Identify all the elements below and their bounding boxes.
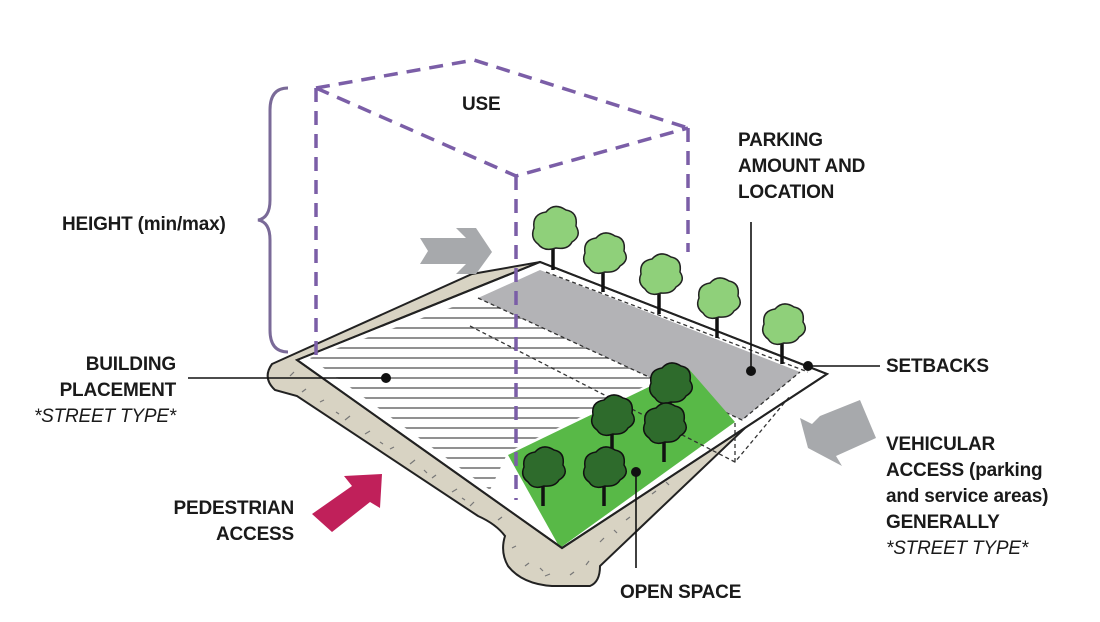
- setback-lines: [469, 271, 809, 463]
- street-trees: [531, 205, 806, 364]
- label-pedestrian-access: PEDESTRIAN ACCESS: [173, 496, 295, 548]
- use-box-back: [315, 58, 690, 252]
- open-space-trees: [521, 362, 693, 506]
- tree-icon: [696, 277, 741, 338]
- label-building-line: BUILDING: [85, 354, 176, 375]
- label-setbacks: SETBACKS: [886, 356, 989, 377]
- vehicular-arrow-icon: [800, 400, 876, 466]
- label-parking-line: PARKING: [738, 130, 823, 151]
- label-pedestrian-line: PEDESTRIAN: [173, 498, 295, 519]
- leader-dots: [381, 361, 813, 477]
- parking-dashed-edge: [477, 297, 801, 421]
- label-height: HEIGHT (min/max): [62, 214, 226, 235]
- label-vehicular-access: VEHICULAR ACCESS (parking and service ar…: [886, 432, 1048, 562]
- label-parking: PARKING AMOUNT AND LOCATION: [738, 128, 865, 206]
- label-vehicular-line: and service areas): [886, 486, 1049, 507]
- parking-area: [478, 270, 800, 420]
- label-vehicular-line: GENERALLY: [886, 512, 1000, 533]
- use-box-front: [314, 86, 689, 500]
- label-building-line: PLACEMENT: [59, 380, 177, 401]
- label-building-street-type: *STREET TYPE*: [33, 406, 176, 427]
- label-use: USE: [462, 94, 501, 115]
- leader-lines: [188, 222, 880, 568]
- tree-icon: [582, 446, 627, 506]
- label-pedestrian-line: ACCESS: [216, 524, 294, 545]
- pedestrian-arrow-icon: [312, 474, 382, 532]
- tree-icon: [761, 303, 806, 364]
- label-vehicular-line: ACCESS (parking: [886, 460, 1043, 481]
- tree-icon: [582, 232, 627, 292]
- gray-arrow-icon: [420, 228, 492, 274]
- label-parking-line: AMOUNT AND: [738, 156, 866, 177]
- label-vehicular-street-type: *STREET TYPE*: [886, 538, 1029, 559]
- tree-icon: [642, 402, 687, 462]
- tree-icon: [638, 253, 683, 314]
- tree-icon: [521, 446, 566, 506]
- label-vehicular-line: VEHICULAR: [886, 434, 996, 455]
- label-building-placement: BUILDING PLACEMENT *STREET TYPE*: [34, 352, 176, 430]
- label-open-space: OPEN SPACE: [620, 582, 742, 603]
- label-parking-line: LOCATION: [738, 182, 835, 203]
- height-brace: [257, 86, 289, 354]
- tree-icon: [531, 205, 579, 270]
